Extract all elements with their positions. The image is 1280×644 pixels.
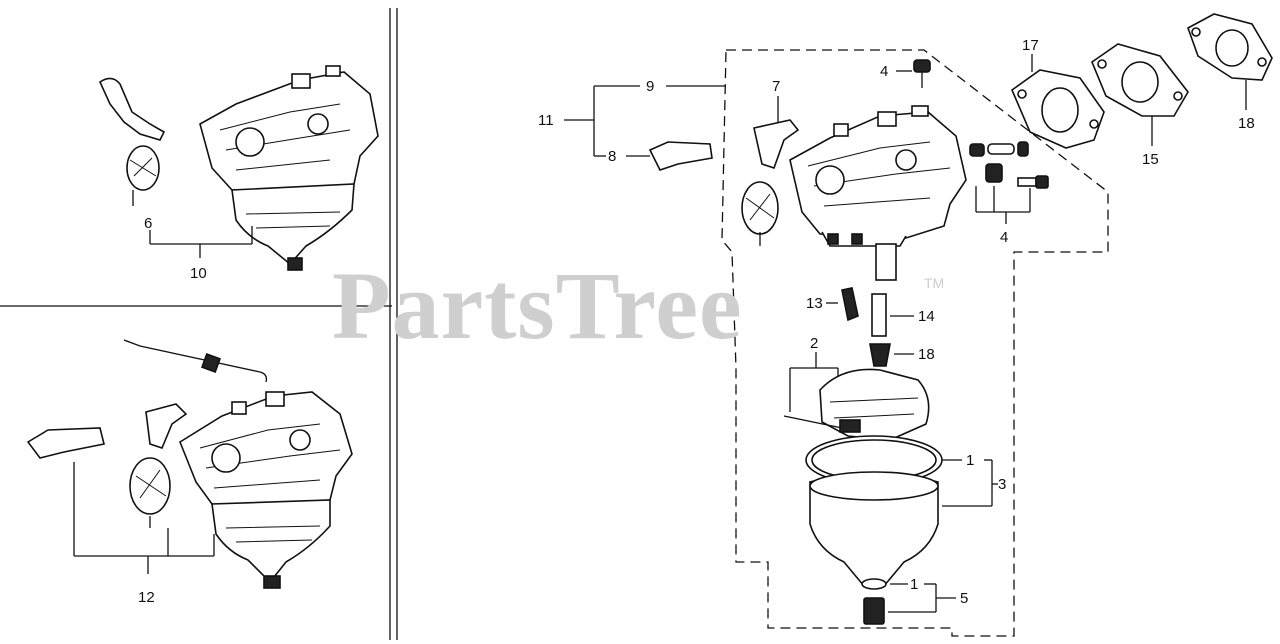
callout-6-top-left: 6 [144, 215, 152, 232]
callout-18-mid: 18 [918, 346, 935, 363]
callout-7: 7 [772, 78, 780, 95]
callout-10: 10 [190, 265, 207, 282]
part-4-screw-top [913, 59, 931, 73]
part-13-seal [841, 287, 859, 322]
callout-13: 13 [806, 295, 823, 312]
watermark-brand: PartsTree [332, 252, 743, 359]
callout-1-a: 1 [966, 452, 974, 469]
callout-5: 5 [960, 590, 968, 607]
part-18-valve [869, 343, 891, 367]
callout-12: 12 [138, 589, 155, 606]
watermark-trademark: TM [924, 275, 944, 291]
callout-1-b: 1 [910, 576, 918, 593]
part-5-drain-bolt [863, 597, 885, 625]
part-8-lever [648, 141, 713, 171]
callout-4-right: 4 [1000, 229, 1008, 246]
callout-9: 9 [646, 78, 654, 95]
callout-8: 8 [608, 148, 616, 165]
bottom-left-carburetor-assembly: 12 [26, 339, 353, 606]
top-left-carburetor-assembly: 6 10 [98, 65, 379, 282]
callout-4-top: 4 [880, 63, 888, 80]
callout-18-top: 18 [1238, 115, 1255, 132]
callout-14: 14 [918, 308, 935, 325]
main-exploded-view: 9 11 8 7 4 [538, 13, 1273, 637]
part-7-throttle-lever [753, 119, 800, 170]
callout-3: 3 [998, 476, 1006, 493]
callout-11: 11 [538, 112, 554, 129]
part-1-washer [861, 578, 887, 590]
part-2-float [819, 368, 930, 441]
carburetor-body [789, 111, 967, 239]
callout-15: 15 [1142, 151, 1159, 168]
main-nozzle-tube [875, 243, 897, 281]
callout-17: 17 [1022, 37, 1039, 54]
part-14-main-jet [871, 293, 887, 337]
callout-2: 2 [810, 335, 818, 352]
